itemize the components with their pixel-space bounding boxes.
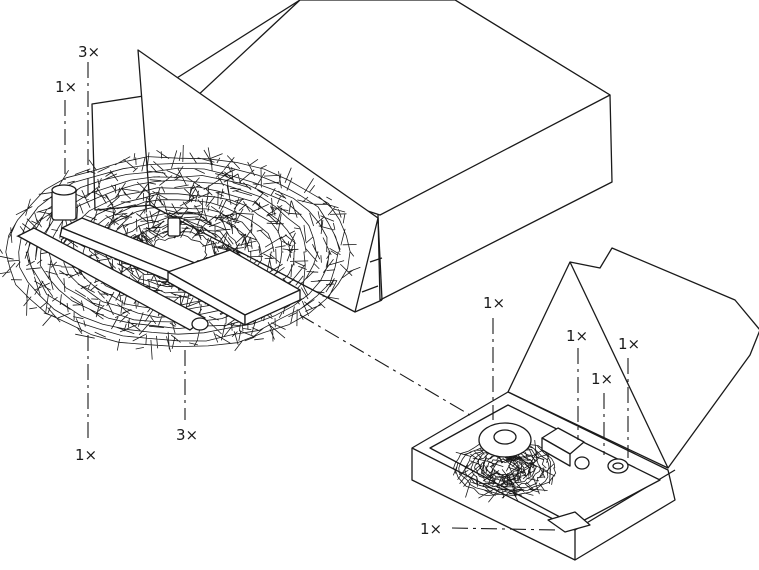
label-cap: 1× bbox=[618, 335, 640, 353]
label-coil-device: 1× bbox=[55, 78, 77, 96]
label-tubes: 3× bbox=[176, 426, 198, 444]
coil-items bbox=[17, 184, 301, 331]
label-cable: 1× bbox=[75, 446, 97, 464]
label-tag: 1× bbox=[420, 520, 442, 538]
label-ring: 1× bbox=[483, 294, 505, 312]
large-carton bbox=[91, 0, 613, 313]
quantity-labels: 1× 3× 1× 3× 1× 1× 1× 1× 1× bbox=[55, 43, 640, 538]
leader-lines bbox=[64, 62, 629, 531]
small-box bbox=[411, 247, 759, 561]
label-connector: 1× bbox=[591, 370, 613, 388]
label-bars: 3× bbox=[78, 43, 100, 61]
label-device: 1× bbox=[566, 327, 588, 345]
